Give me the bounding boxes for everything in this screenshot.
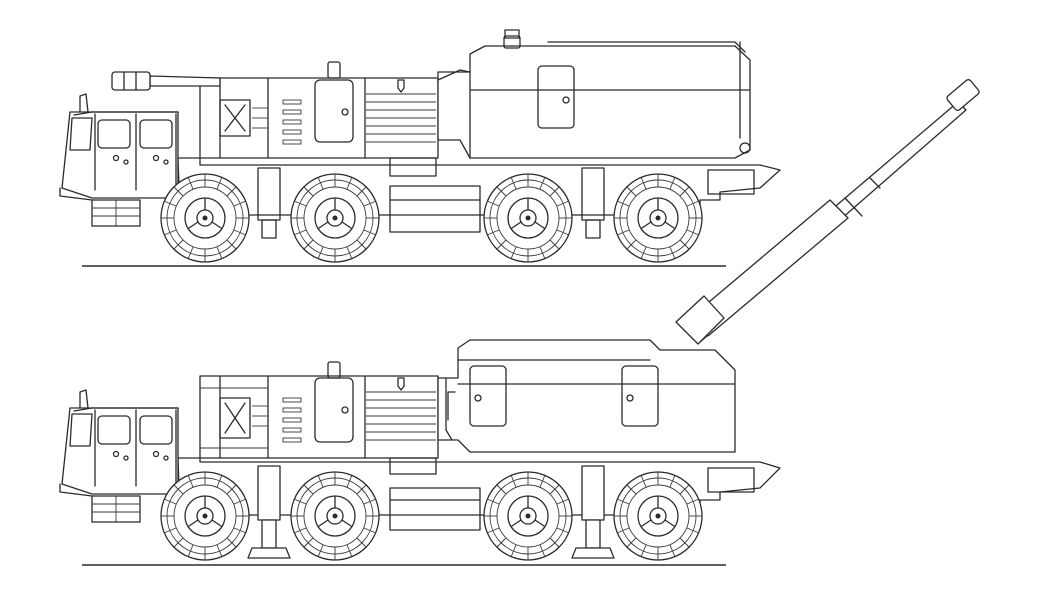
wheel-firing-2 xyxy=(290,471,380,561)
stabilizer-jack-front xyxy=(247,465,291,559)
wheel-firing-1 xyxy=(160,471,250,561)
muzzle-brake-elevated xyxy=(946,79,980,111)
stabilizer-jack-rear xyxy=(571,465,615,559)
wheel-travel-2 xyxy=(290,173,380,263)
turret-travel xyxy=(437,45,751,159)
vehicle-firing-view xyxy=(59,79,980,566)
turret-firing xyxy=(437,339,736,453)
gun-barrel-elevated xyxy=(675,79,980,345)
muzzle-brake-travel xyxy=(111,71,151,91)
wheel-travel-1 xyxy=(160,173,250,263)
wheel-firing-3 xyxy=(483,471,573,561)
engine-deck-firing xyxy=(199,375,439,459)
wheel-travel-3 xyxy=(483,173,573,263)
vehicle-travel-view xyxy=(59,29,781,267)
wheel-firing-4 xyxy=(613,471,703,561)
cab-firing xyxy=(59,389,179,523)
gun-barrel-travel xyxy=(149,75,221,87)
cab-travel xyxy=(59,93,179,227)
wheel-travel-4 xyxy=(613,173,703,263)
